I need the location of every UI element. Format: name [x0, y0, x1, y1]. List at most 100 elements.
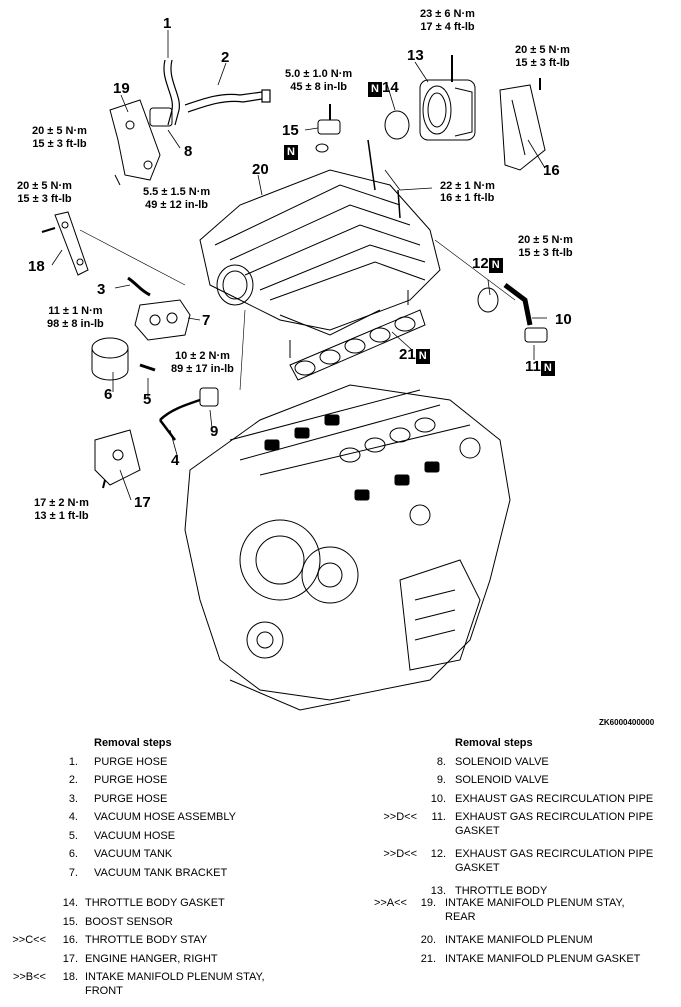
step-number: 4.	[68, 811, 78, 823]
removal-step: 6. VACUUM TANK	[0, 847, 300, 866]
engine-illustration	[41, 30, 548, 711]
step-text: EXHAUST GAS RECIRCULATION PIPE	[455, 792, 654, 805]
step-text: PURGE HOSE	[94, 792, 168, 805]
step-marker: >>D<<	[383, 848, 417, 860]
purge-hoses	[163, 59, 271, 126]
removal-step: 4. VACUUM HOSE ASSEMBLY	[0, 810, 300, 829]
removal-step: 17.ENGINE HANGER, RIGHT	[0, 952, 320, 971]
removal-step: 9. SOLENOID VALVE	[360, 773, 681, 792]
removal-step: 3.PURGE HOSE	[0, 792, 300, 811]
step-number: 15.	[62, 915, 78, 928]
removal-step: 5.VACUUM HOSE	[0, 829, 300, 848]
engine-block	[184, 384, 511, 711]
callout-20: 20	[252, 161, 269, 178]
step-marker: >>B<<	[12, 971, 46, 983]
step-text: THROTTLE BODY	[455, 885, 548, 897]
removal-step: 20. INTAKE MANIFOLD PLENUM	[360, 933, 681, 952]
step-number: 14.	[62, 897, 78, 909]
boost-sensor	[315, 104, 341, 153]
callout-4: 4	[171, 452, 180, 469]
n-marker-15: N	[284, 142, 298, 160]
step-number: 20.	[420, 934, 436, 946]
removal-step: 7.VACUUM TANK BRACKET	[0, 866, 300, 885]
step-number: 9.	[436, 774, 446, 786]
step-text: THROTTLE BODY STAY	[85, 934, 208, 946]
step-marker: >>D<<	[383, 811, 417, 823]
removal-step: 14.THROTTLE BODY GASKET	[0, 896, 320, 915]
step-text: SOLENOID VALVE	[455, 755, 549, 768]
step-text: PURGE HOSE	[94, 774, 168, 786]
leader-lines	[51, 30, 547, 501]
callout-17: 17	[134, 494, 151, 511]
step-marker: >>A<<	[373, 897, 407, 909]
callout-7: 7	[202, 312, 211, 329]
vacuum-tank-bracket	[134, 299, 191, 341]
step-number: 10.	[430, 792, 446, 805]
step-number: 17.	[62, 952, 78, 965]
purge-hose-3	[127, 276, 151, 297]
step-number: 19.	[420, 897, 436, 909]
step-text: INTAKE MANIFOLD PLENUM STAY,FRONT	[85, 971, 265, 997]
callout-6: 6	[104, 386, 113, 403]
removal-step: 21. INTAKE MANIFOLD PLENUM GASKET	[360, 952, 681, 971]
step-number: 18.	[62, 971, 78, 983]
plenum-gasket	[289, 290, 426, 381]
callout-3: 3	[97, 281, 106, 298]
step-number: 8.	[436, 755, 446, 768]
vacuum-tank	[91, 337, 129, 381]
vacuum-hose-5	[139, 363, 156, 372]
step-number: 21.	[420, 952, 436, 965]
callout-9: 9	[210, 423, 219, 440]
step-number: 13.	[430, 885, 446, 897]
solenoid-9	[159, 387, 219, 441]
step-text: SOLENOID VALVE	[455, 774, 549, 786]
step-text: VACUUM HOSE ASSEMBLY	[94, 811, 237, 823]
callout-1: 1	[163, 15, 172, 32]
figure-code: ZK6000400000	[599, 718, 655, 727]
step-text: INTAKE MANIFOLD PLENUM GASKET	[445, 952, 641, 965]
removal-step: >>C<<16.THROTTLE BODY STAY	[0, 933, 320, 952]
step-text: BOOST SENSOR	[85, 915, 173, 928]
egr-pipe	[477, 283, 548, 343]
step-number: 6.	[68, 848, 78, 860]
callout-16: 16	[543, 162, 560, 179]
step-number: 11.	[431, 811, 446, 823]
callout-18: 18	[28, 258, 45, 275]
step-number: 16.	[62, 934, 78, 946]
step-number: 1.	[68, 755, 78, 768]
step-text: INTAKE MANIFOLD PLENUM STAY,REAR	[445, 897, 625, 923]
removal-steps-right-bottom: >>A<< 19. INTAKE MANIFOLD PLENUM STAY,REAR…	[360, 896, 681, 970]
step-text: VACUUM TANK	[94, 848, 173, 860]
removal-step: >>B<< 18. INTAKE MANIFOLD PLENUM STAY,FRON…	[0, 970, 320, 1007]
callout-8: 8	[184, 143, 193, 160]
engine-hanger-17	[94, 429, 141, 489]
removal-step: 8. SOLENOID VALVE	[360, 755, 681, 774]
removal-step: >>A<< 19. INTAKE MANIFOLD PLENUM STAY,REAR	[360, 896, 681, 933]
step-text: PURGE HOSE	[94, 755, 168, 768]
callout-5: 5	[143, 391, 152, 408]
callout-19: 19	[113, 80, 130, 97]
bracket-19	[109, 99, 173, 186]
step-text: INTAKE MANIFOLD PLENUM	[445, 934, 593, 946]
n-marker: N	[368, 82, 382, 97]
torque-22-ft: 16 ± 1 ft-lb	[440, 192, 495, 204]
callout-15: 15	[282, 122, 299, 139]
